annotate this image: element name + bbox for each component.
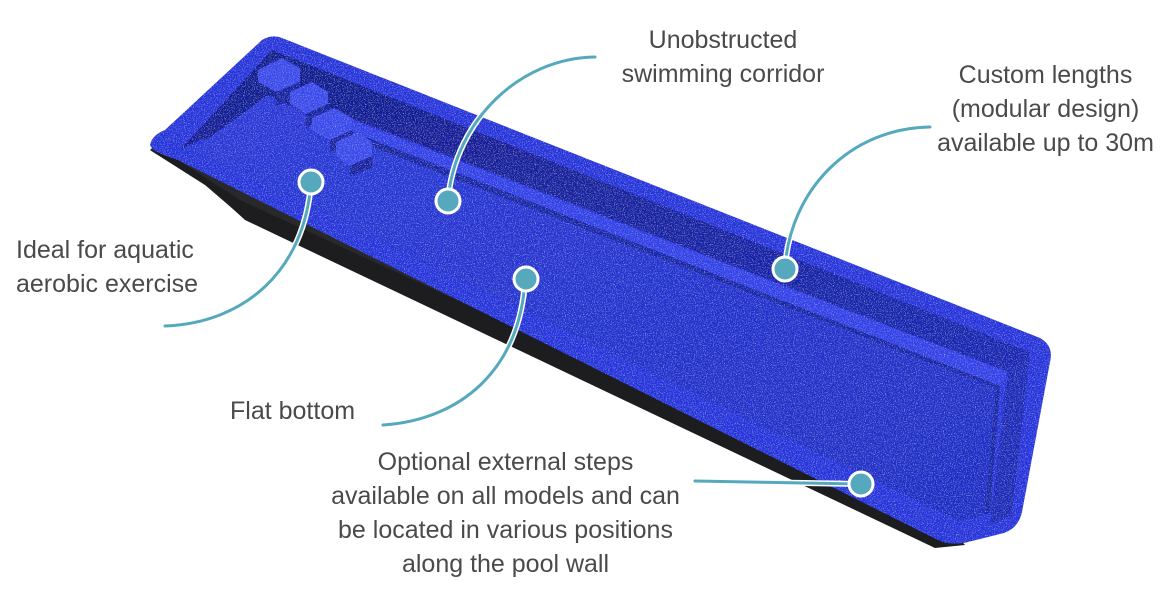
label-aquatic-line-2: aerobic exercise <box>16 270 199 298</box>
callout-lines <box>162 54 933 487</box>
callout-dot-flat <box>512 265 540 293</box>
label-lengths-line-3: available up to 30m <box>937 129 1154 157</box>
label-lengths-line-2: (modular design) <box>951 95 1140 123</box>
label-corridor-line-1: Unobstructed <box>648 26 798 54</box>
label-corridor: Unobstructed swimming corridor <box>608 23 838 91</box>
callout-dot-corridor <box>434 187 462 215</box>
label-steps: Optional external steps available on all… <box>318 445 693 581</box>
pool-end-wall <box>990 352 1030 525</box>
label-aquatic-line-1: Ideal for aquatic <box>16 236 194 264</box>
callout-dots <box>297 168 875 498</box>
pool-body <box>150 36 1051 544</box>
label-steps-line-2: available on all models and can <box>331 482 680 510</box>
label-steps-line-3: be located in various positions <box>338 516 673 544</box>
pool-floor <box>195 95 1000 522</box>
pool-bench <box>330 112 1008 386</box>
pool-steps <box>258 58 372 176</box>
label-lengths-line-1: Custom lengths <box>958 61 1133 89</box>
label-flat: Flat bottom <box>230 394 380 428</box>
label-flat-line-1: Flat bottom <box>230 397 356 425</box>
label-steps-line-4: along the pool wall <box>401 550 610 578</box>
label-lengths: Custom lengths (modular design) availabl… <box>928 58 1163 160</box>
label-aquatic: Ideal for aquatic aerobic exercise <box>16 233 216 301</box>
label-corridor-line-2: swimming corridor <box>621 60 825 88</box>
callout-dot-aquatic <box>297 168 325 196</box>
label-steps-line-1: Optional external steps <box>377 448 634 476</box>
callout-dot-lengths <box>771 255 799 283</box>
pool-back-wall <box>180 50 1030 372</box>
callout-dot-steps <box>847 470 875 498</box>
